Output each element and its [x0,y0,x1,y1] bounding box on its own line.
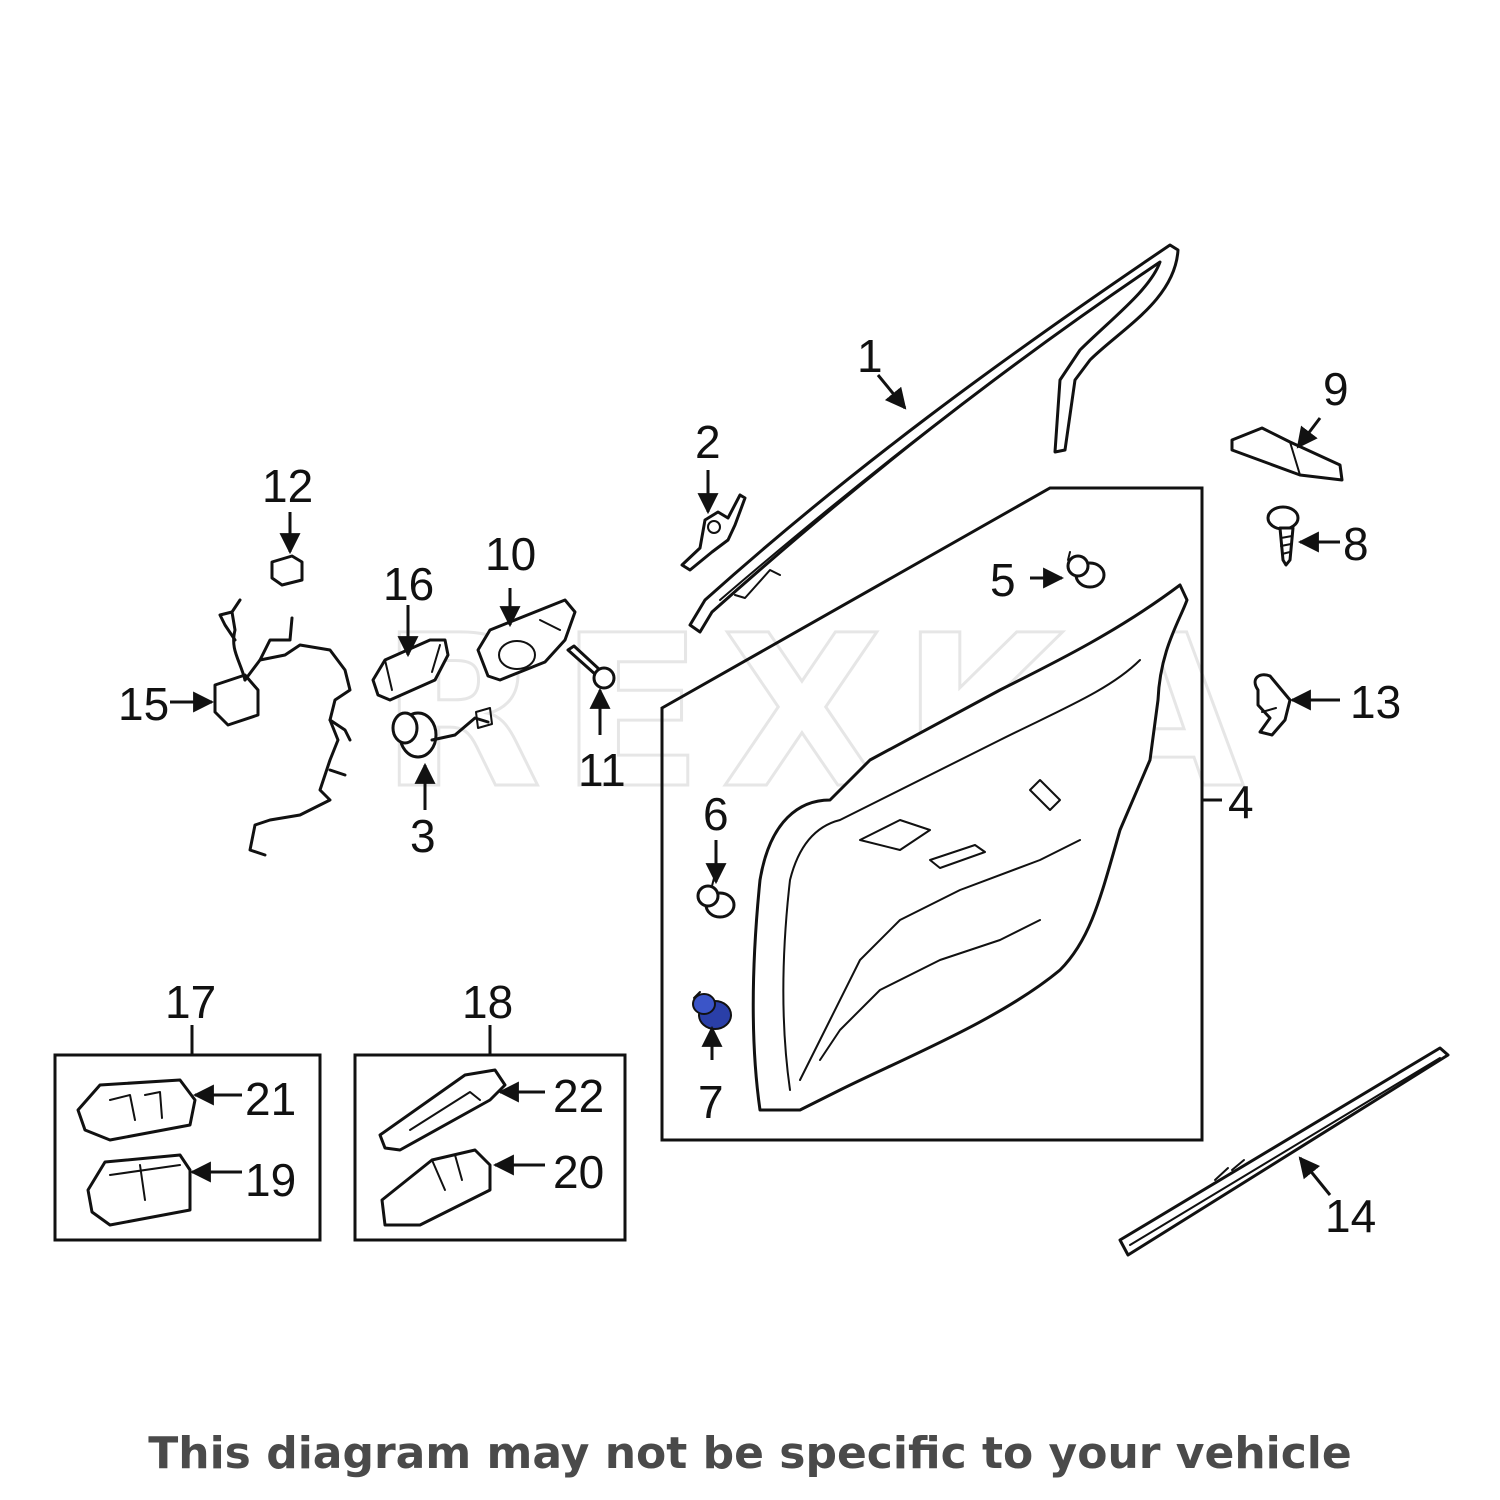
part-2-bracket [680,493,747,572]
callout-9: 9 [1323,363,1349,415]
part-4-door-trim-panel [660,486,1204,1142]
leader-lines [170,374,1340,1196]
part-11-screw [566,644,616,690]
callout-14: 14 [1325,1190,1376,1242]
part-21-switch-bezel [76,1078,197,1142]
callout-2: 2 [695,416,721,468]
callout-11: 11 [578,744,626,796]
group-box-17 [53,1053,322,1242]
callout-15: 15 [118,678,169,730]
part-8-screw [1266,505,1300,567]
callout-3: 3 [410,810,436,862]
part-13-clip [1253,673,1292,737]
callout-12: 12 [262,460,313,512]
callout-1: 1 [857,330,883,382]
group-box-18 [353,1053,627,1242]
part-6-clip [696,877,736,919]
part-5-clip [1066,551,1106,589]
callout-10: 10 [485,528,536,580]
part-20-window-switch [380,1148,492,1227]
callout-18: 18 [462,976,513,1028]
part-19-window-switch [86,1153,192,1227]
part-22-switch-bezel [378,1068,507,1152]
part-9-trim-piece [1230,426,1344,482]
callout-17: 17 [165,976,216,1028]
callout-5: 5 [990,554,1016,606]
callout-7: 7 [698,1076,724,1128]
callout-21: 21 [245,1073,296,1125]
callout-16: 16 [383,558,434,610]
disclaimer-footer: This diagram may not be specific to your… [148,1428,1352,1479]
callout-20: 20 [553,1146,604,1198]
part-1-window-weatherstrip [688,243,1180,634]
part-15-wiring-harness [213,598,352,857]
callout-19: 19 [245,1154,296,1206]
part-14-weatherstrip [1118,1046,1450,1257]
part-7-clip-highlighted [692,991,732,1030]
callout-22: 22 [553,1070,604,1122]
callout-8: 8 [1343,518,1369,570]
callout-labels: 1 2 3 4 5 6 7 8 9 10 11 12 13 14 15 16 1… [118,330,1401,1242]
callout-6: 6 [703,788,729,840]
callout-13: 13 [1350,676,1401,728]
callout-4: 4 [1228,776,1254,828]
part-12-connector [270,554,304,587]
part-3-motor [391,707,493,759]
